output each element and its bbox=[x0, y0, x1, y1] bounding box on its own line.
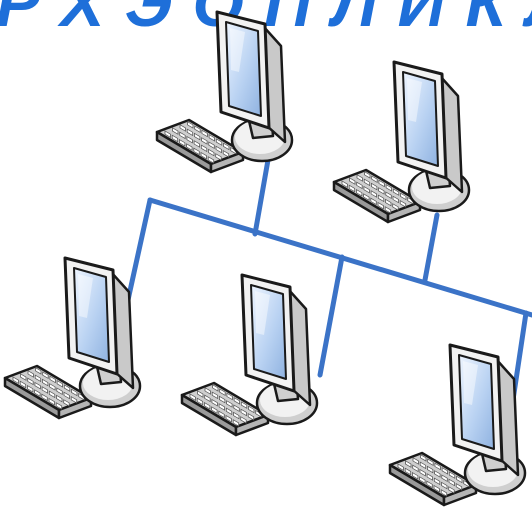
network-drop-top-right bbox=[422, 212, 440, 283]
monitor-icon bbox=[448, 343, 520, 477]
workstation-top-right bbox=[332, 60, 471, 224]
keyboard-icon bbox=[3, 364, 93, 420]
monitor-icon bbox=[63, 256, 135, 390]
workstation-middle-center bbox=[180, 273, 319, 437]
monitor-icon bbox=[392, 60, 464, 194]
workstation-top-left bbox=[155, 10, 294, 174]
keyboard-icon bbox=[180, 381, 270, 437]
keyboard-icon bbox=[388, 451, 478, 507]
keyboard-icon bbox=[155, 118, 245, 174]
network-drop-center bbox=[317, 254, 345, 378]
keyboard-icon bbox=[332, 168, 422, 224]
network-drop-left bbox=[125, 197, 153, 303]
monitor-icon bbox=[215, 10, 287, 144]
workstation-middle-left bbox=[3, 256, 142, 420]
network-drop-top-left bbox=[252, 157, 271, 237]
workstation-bottom-right bbox=[388, 343, 527, 507]
monitor-icon bbox=[240, 273, 312, 407]
